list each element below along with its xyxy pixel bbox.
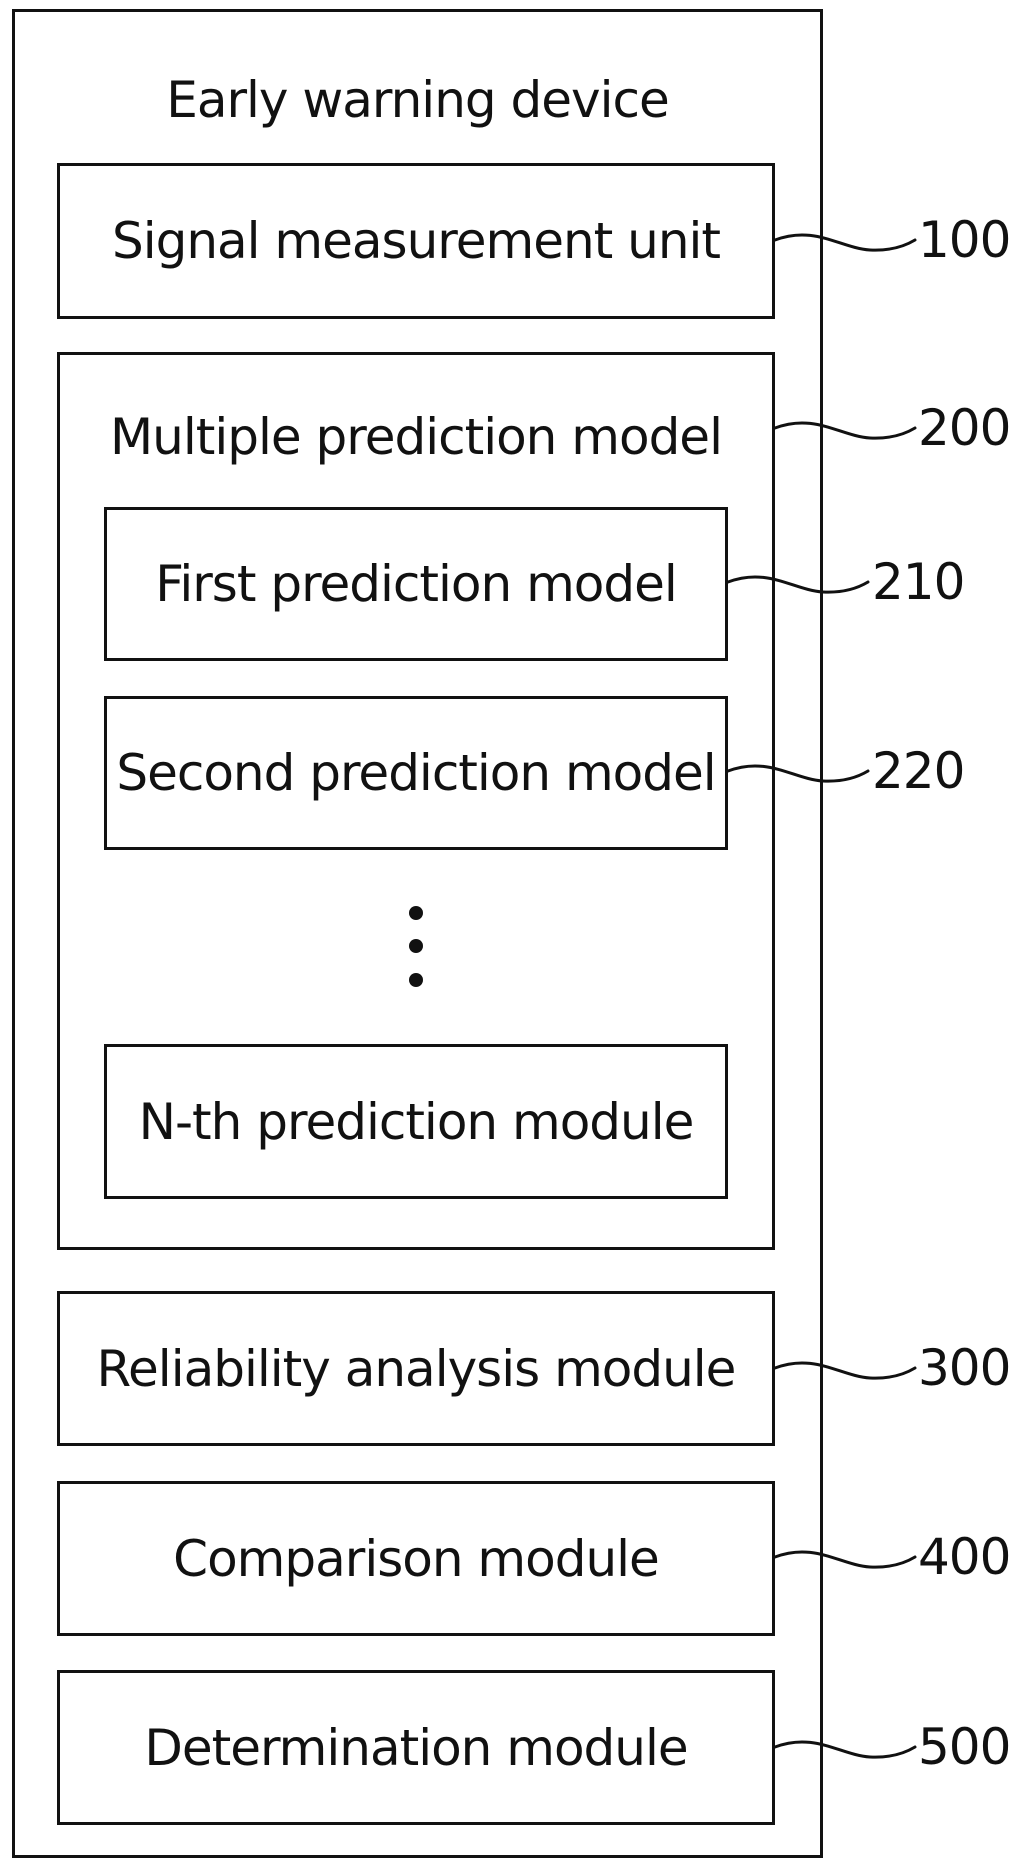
ref-numeral-220: 220 xyxy=(872,742,965,800)
leader-line-210 xyxy=(726,575,870,594)
ref-numeral-300: 300 xyxy=(918,1339,1010,1397)
ellipsis-dot xyxy=(409,939,423,953)
reliability-analysis-module-label: Reliability analysis module xyxy=(96,1339,737,1398)
first-prediction-model-label: First prediction model xyxy=(155,555,678,613)
leader-line-400 xyxy=(773,1550,917,1569)
nth-prediction-module-box: N-th prediction module xyxy=(104,1044,728,1199)
determination-module-label: Determination module xyxy=(144,1718,688,1777)
ref-numeral-200: 200 xyxy=(918,399,1010,457)
second-prediction-model-box: Second prediction model xyxy=(104,696,728,850)
signal-measurement-unit-label: Signal measurement unit xyxy=(111,212,721,270)
determination-module-box: Determination module xyxy=(57,1670,775,1825)
leader-line-100 xyxy=(773,233,917,252)
ref-numeral-210: 210 xyxy=(872,553,965,611)
second-prediction-model-label: Second prediction model xyxy=(116,744,716,802)
first-prediction-model-box: First prediction model xyxy=(104,507,728,661)
signal-measurement-unit-box: Signal measurement unit xyxy=(57,163,775,319)
leader-line-220 xyxy=(726,764,870,783)
ref-numeral-100: 100 xyxy=(918,211,1010,269)
reliability-analysis-module-box: Reliability analysis module xyxy=(57,1291,775,1446)
leader-line-300 xyxy=(773,1361,917,1380)
multiple-prediction-model-box: Multiple prediction model xyxy=(57,352,775,1250)
ref-numeral-400: 400 xyxy=(918,1528,1010,1586)
comparison-module-box: Comparison module xyxy=(57,1481,775,1636)
early-warning-device-title: Early warning device xyxy=(166,71,670,129)
leader-line-200 xyxy=(773,421,917,440)
nth-prediction-module-label: N-th prediction module xyxy=(138,1092,695,1151)
early-warning-device-box: Early warning device xyxy=(12,9,823,1858)
multiple-prediction-model-title: Multiple prediction model xyxy=(110,408,723,466)
leader-line-500 xyxy=(773,1740,917,1759)
comparison-module-label: Comparison module xyxy=(173,1529,660,1588)
ellipsis-dot xyxy=(409,973,423,987)
ref-numeral-500: 500 xyxy=(918,1718,1010,1776)
ellipsis-dot xyxy=(409,906,423,920)
